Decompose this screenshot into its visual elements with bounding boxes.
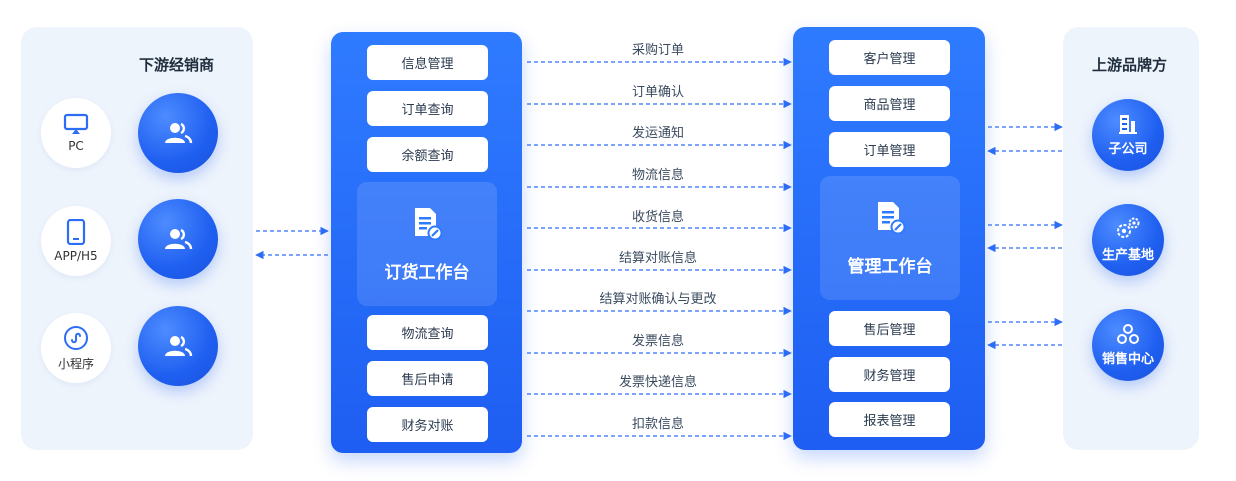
entity-label: 子公司: [1108, 142, 1148, 157]
channel-label: PC: [68, 139, 84, 153]
order-workbench-title: 订货工作台: [384, 262, 470, 283]
entity-sales-center[interactable]: 销售中心: [1092, 309, 1164, 381]
building-icon: [1119, 115, 1137, 134]
module-finance-reconcile[interactable]: 财务对账: [367, 407, 488, 442]
module-aftersale-management[interactable]: 售后管理: [829, 311, 950, 346]
flow-label: 收货信息: [631, 210, 684, 225]
entity-production-base[interactable]: 生产基地: [1092, 204, 1164, 276]
management-workbench-title: 管理工作台: [847, 256, 933, 277]
channel-pc[interactable]: PC: [41, 98, 111, 168]
dealer-circle-app: [138, 199, 218, 279]
flow-label: 发运通知: [631, 126, 684, 141]
order-workbench-card[interactable]: 订货工作台: [357, 182, 497, 306]
gears-icon: [1117, 217, 1140, 238]
dealer-circle-mini: [138, 306, 218, 386]
flow-label: 发票快递信息: [618, 375, 697, 390]
document-edit-icon: [415, 207, 442, 240]
channel-label: 小程序: [57, 356, 94, 371]
flow-label: 物流信息: [631, 168, 684, 183]
module-aftersale-apply[interactable]: 售后申请: [367, 361, 488, 396]
entity-subsidiary[interactable]: 子公司: [1092, 99, 1164, 171]
module-logistics-query[interactable]: 物流查询: [367, 315, 488, 350]
users-icon: [165, 335, 193, 357]
channel-mini-program[interactable]: 小程序: [41, 313, 111, 383]
monitor-icon: [63, 113, 89, 135]
channel-app-h5[interactable]: APP/H5: [41, 206, 111, 276]
entity-label: 生产基地: [1101, 248, 1154, 263]
module-order-management[interactable]: 订单管理: [829, 132, 950, 167]
tablet-icon: [66, 219, 86, 245]
flow-label: 订单确认: [631, 85, 684, 100]
flow-label: 扣款信息: [631, 417, 684, 432]
flow-label: 结算对账信息: [618, 251, 697, 266]
module-order-query[interactable]: 订单查询: [367, 91, 488, 126]
module-finance-management[interactable]: 财务管理: [829, 357, 950, 392]
downstream-dealer-title: 下游经销商: [139, 56, 215, 74]
module-product-management[interactable]: 商品管理: [829, 86, 950, 121]
document-edit-icon: [878, 201, 905, 234]
management-workbench-card[interactable]: 管理工作台: [820, 176, 960, 300]
module-customer-management[interactable]: 客户管理: [829, 40, 950, 75]
entity-label: 销售中心: [1101, 352, 1154, 367]
channel-label: APP/H5: [54, 249, 98, 263]
network-icon: [1117, 324, 1139, 344]
flow-label: 结算对账确认与更改: [599, 292, 717, 307]
module-report-management[interactable]: 报表管理: [829, 402, 950, 437]
users-icon: [165, 122, 193, 144]
mini-program-icon: [63, 325, 89, 351]
flow-label: 发票信息: [631, 334, 684, 349]
flow-label: 采购订单: [631, 43, 684, 58]
upstream-brand-title: 上游品牌方: [1092, 56, 1168, 74]
users-icon: [165, 228, 193, 250]
module-balance-query[interactable]: 余额查询: [367, 137, 488, 172]
module-info-management[interactable]: 信息管理: [367, 45, 488, 80]
dealer-circle-pc: [138, 93, 218, 173]
